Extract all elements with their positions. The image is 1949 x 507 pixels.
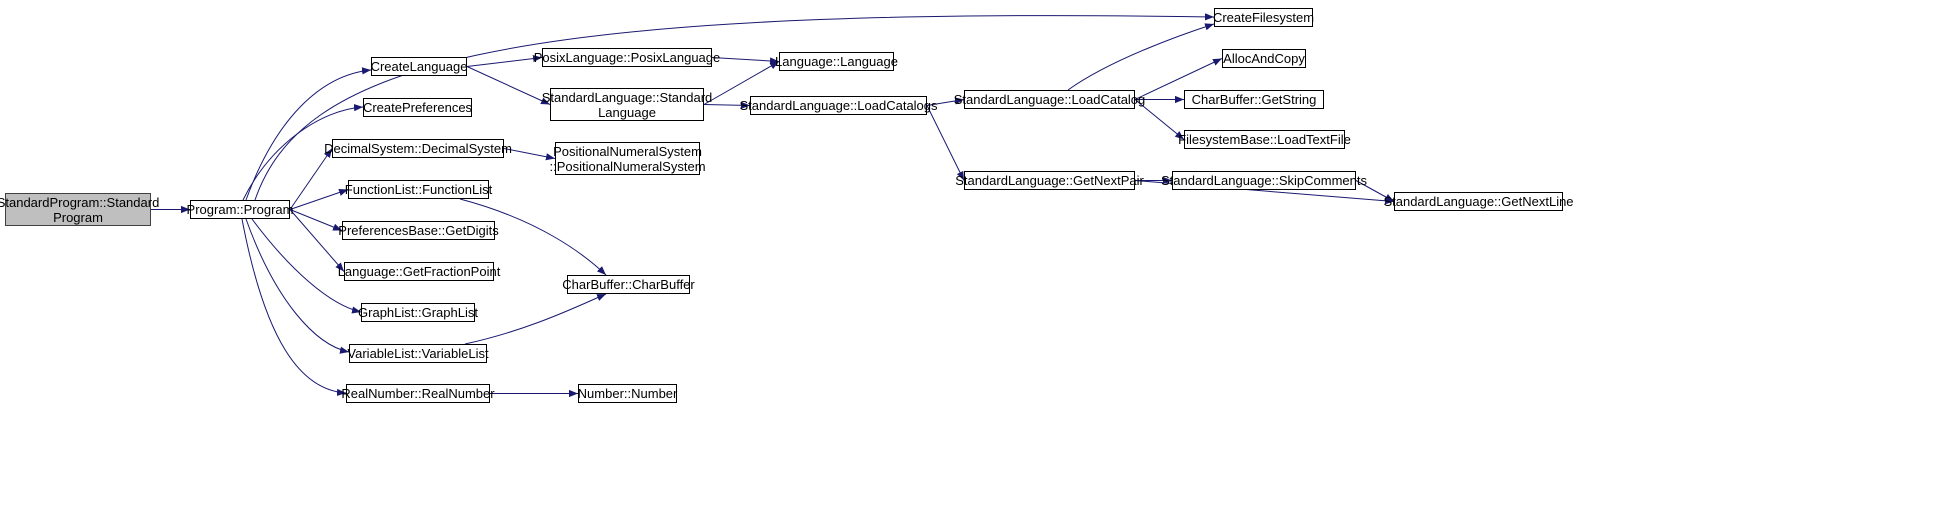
node-preferences-base-get-digits[interactable]: PreferencesBase::GetDigits bbox=[338, 221, 499, 240]
edge-posix-language-to-language bbox=[711, 57, 780, 65]
edge-create-language-to-standard-language bbox=[466, 66, 551, 105]
node-graph-list[interactable]: GraphList::GraphList bbox=[358, 303, 478, 322]
edge-load-catalogs-to-get-next-pair bbox=[926, 105, 965, 181]
edge-program-to-decimal-system bbox=[289, 148, 333, 210]
node-skip-comments[interactable]: StandardLanguage::SkipComments bbox=[1161, 171, 1367, 190]
edge-load-catalogs-to-load-catalog bbox=[926, 97, 965, 106]
edge-program-to-create-preferences bbox=[242, 104, 364, 201]
node-filesystem-base-load-text-file[interactable]: FilesystemBase::LoadTextFile bbox=[1178, 130, 1351, 149]
node-real-number[interactable]: RealNumber::RealNumber bbox=[341, 384, 495, 403]
node-variable-list[interactable]: VariableList::VariableList bbox=[347, 344, 489, 363]
edge-load-catalog-to-alloc-and-copy bbox=[1134, 58, 1223, 100]
edge-program-to-function-list bbox=[289, 189, 349, 210]
node-posix-language[interactable]: PosixLanguage::PosixLanguage bbox=[533, 48, 721, 67]
node-load-catalog[interactable]: StandardLanguage::LoadCatalog bbox=[953, 90, 1146, 109]
edge-variable-list-to-char-buffer bbox=[464, 293, 607, 345]
edge-load-catalog-to-create-filesystem bbox=[1067, 23, 1215, 91]
edge-create-language-to-posix-language bbox=[466, 54, 543, 67]
edge-decimal-system-to-positional-numeral-system bbox=[503, 148, 556, 161]
node-program[interactable]: Program::Program bbox=[186, 200, 294, 219]
edge-program-to-graph-list bbox=[251, 218, 362, 314]
node-create-preferences[interactable]: CreatePreferences bbox=[362, 98, 473, 117]
edge-program-to-create-language bbox=[245, 67, 372, 201]
node-create-filesystem[interactable]: CreateFilesystem bbox=[1212, 8, 1315, 27]
edge-standard-language-to-language bbox=[703, 61, 780, 105]
edge-program-to-preferences-base-get-digits bbox=[289, 209, 343, 231]
node-function-list[interactable]: FunctionList::FunctionList bbox=[344, 180, 493, 199]
edge-load-catalog-to-filesystem-base-load-text-file bbox=[1134, 99, 1185, 140]
node-language-get-fraction-point[interactable]: Language::GetFractionPoint bbox=[337, 262, 501, 281]
node-char-buffer-get-string[interactable]: CharBuffer::GetString bbox=[1184, 90, 1324, 109]
node-alloc-and-copy[interactable]: AllocAndCopy bbox=[1222, 49, 1306, 68]
node-decimal-system[interactable]: DecimalSystem::DecimalSystem bbox=[324, 139, 512, 158]
node-positional-numeral-system[interactable]: PositionalNumeralSystem ::PositionalNume… bbox=[549, 142, 706, 175]
edge-standard-language-to-load-catalogs bbox=[703, 101, 751, 109]
edge-program-to-language-get-fraction-point bbox=[289, 209, 345, 272]
node-get-next-line[interactable]: StandardLanguage::GetNextLine bbox=[1383, 192, 1574, 211]
node-number[interactable]: Number::Number bbox=[577, 384, 678, 403]
edge-function-list-to-char-buffer bbox=[459, 198, 607, 276]
node-load-catalogs[interactable]: StandardLanguage::LoadCatalogs bbox=[739, 96, 938, 115]
edge-program-to-variable-list bbox=[245, 218, 350, 354]
node-create-language[interactable]: CreateLanguage bbox=[370, 57, 468, 76]
node-language[interactable]: Language::Language bbox=[775, 52, 898, 71]
edge-program-to-create-filesystem bbox=[254, 13, 1215, 201]
node-standard-program: StandardProgram::Standard Program bbox=[0, 193, 160, 226]
edge-program-to-real-number bbox=[241, 218, 347, 396]
node-standard-language[interactable]: StandardLanguage::Standard Language bbox=[541, 88, 713, 121]
node-char-buffer[interactable]: CharBuffer::CharBuffer bbox=[562, 275, 695, 294]
edge-skip-comments-to-get-next-line bbox=[1355, 180, 1395, 202]
node-get-next-pair[interactable]: StandardLanguage::GetNextPair bbox=[955, 171, 1144, 190]
